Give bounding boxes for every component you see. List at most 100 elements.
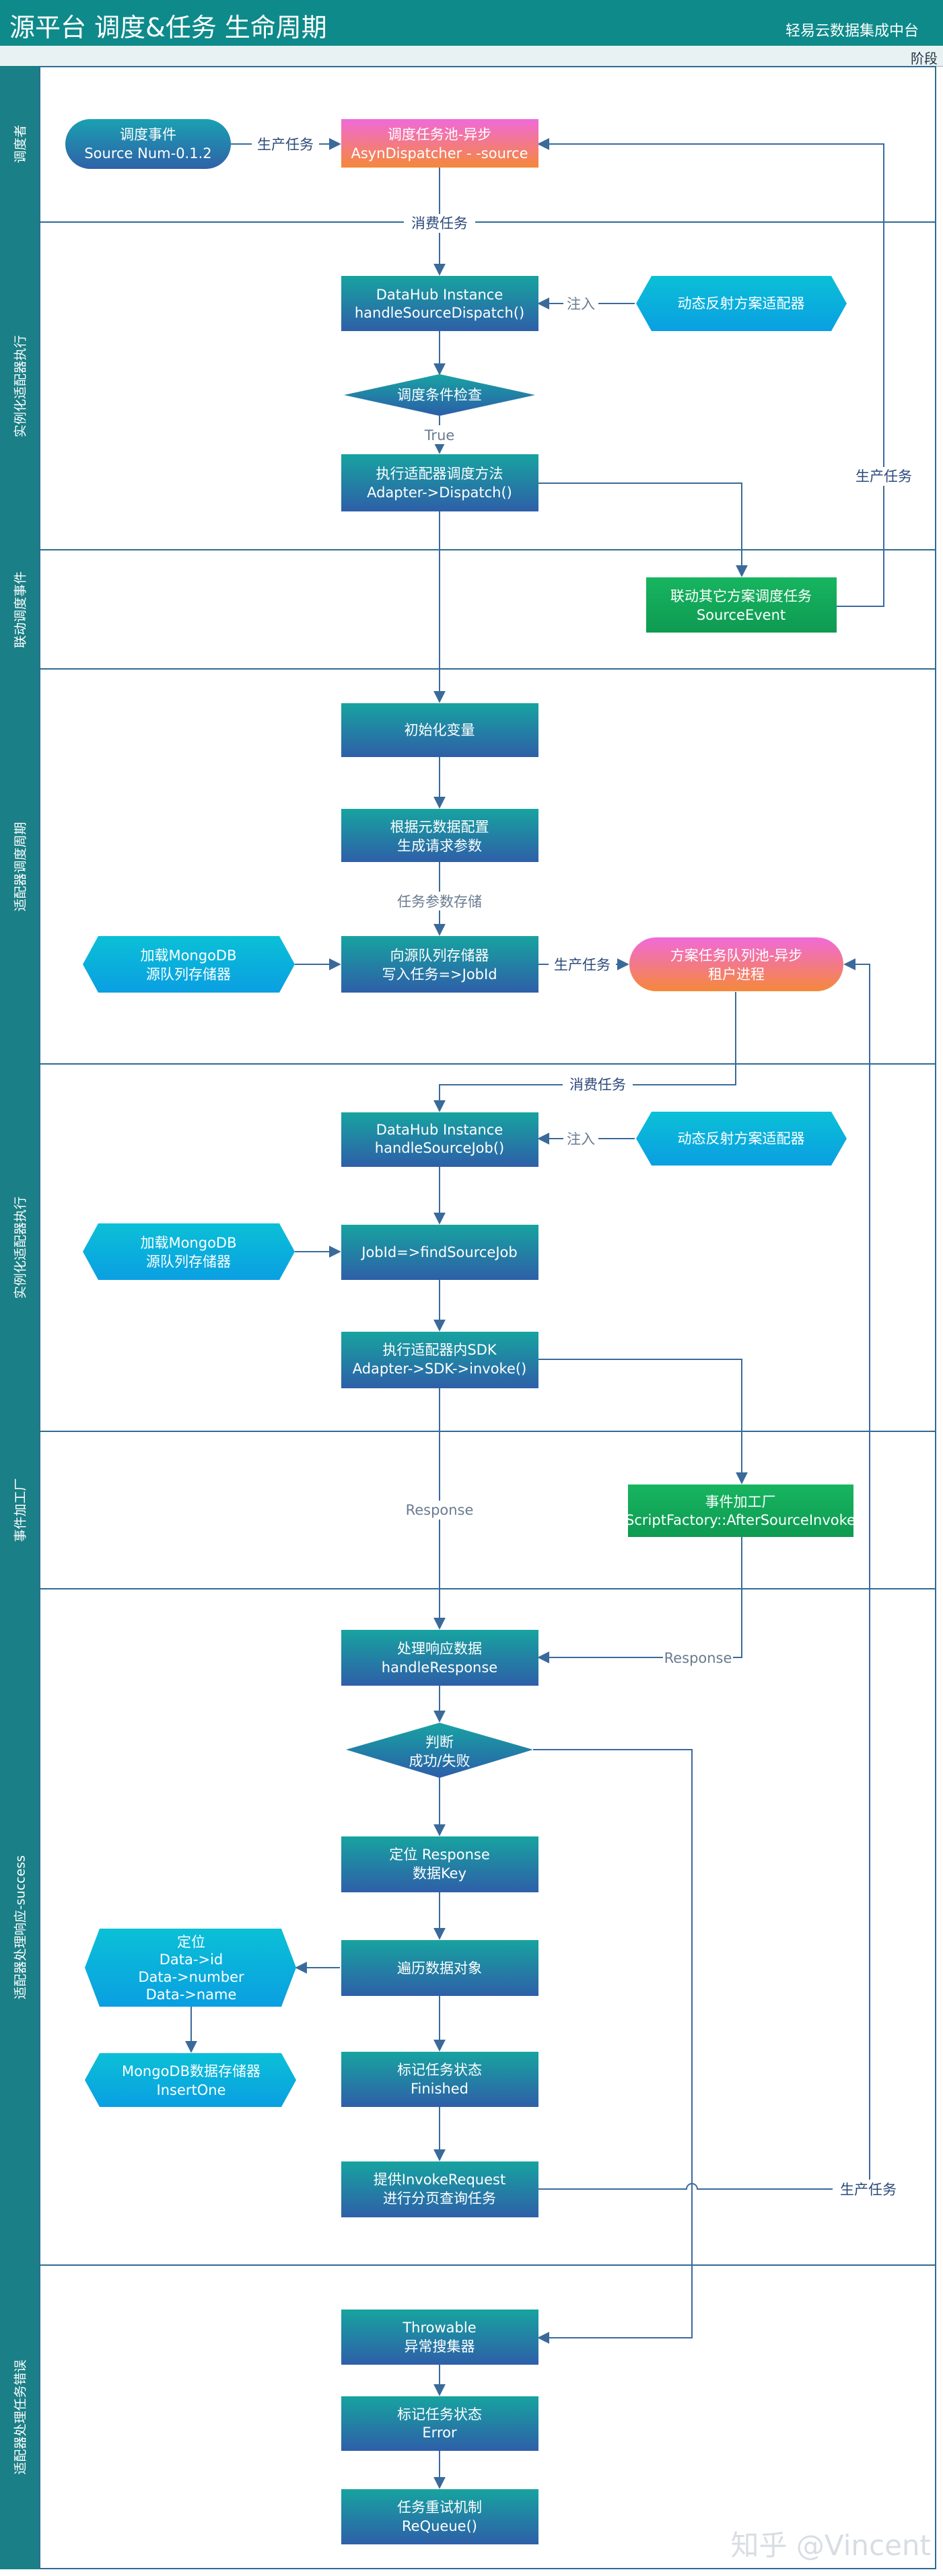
retry-box (341, 2489, 538, 2544)
job-pool-line2: 租户进程 (708, 966, 765, 982)
exec-dispatch-line1: 执行适配器调度方法 (376, 466, 503, 482)
mark-finished-box (341, 2052, 538, 2107)
dispatch-pool-line1: 调度任务池-异步 (388, 127, 492, 143)
retry-line2: ReQueue() (402, 2518, 477, 2534)
mark-error-line1: 标记任务状态 (397, 2406, 482, 2423)
script-factory-line2: ScriptFactory::AfterSourceInvoke (625, 1512, 855, 1528)
handle-response-box (341, 1630, 538, 1686)
edge-label-consume-1: 消费任务 (411, 215, 468, 231)
script-factory-line1: 事件加工厂 (705, 1494, 776, 1510)
datahub-job-line2: handleSourceJob() (375, 1140, 504, 1156)
mongo-store-line1: MongoDB数据存储器 (122, 2063, 260, 2079)
lane-adapter-cycle: 适配器调度周期 (0, 669, 39, 1066)
mark-error-line2: Error (422, 2425, 457, 2441)
locate-fields-line1: 定位 (177, 1934, 205, 1950)
mark-finished-line2: Finished (411, 2081, 468, 2097)
gen-params-box (341, 809, 538, 862)
queue-write-box (341, 936, 538, 993)
init-vars-text: 初始化变量 (405, 722, 475, 738)
handle-response-line1: 处理响应数据 (397, 1641, 482, 1657)
header-bar: 源平台 调度&任务 生命周期 轻易云数据集成中台 (0, 0, 943, 46)
dispatch-event-line2: Source Num-0.1.2 (84, 145, 211, 162)
lane-event-factory: 事件加工厂 (0, 1431, 39, 1591)
dispatch-pool-box (341, 119, 538, 168)
load-mongo-2-line1: 加载MongoDB (140, 1235, 236, 1251)
job-pool-line1: 方案任务队列池-异步 (670, 947, 803, 964)
gen-params-line1: 根据元数据配置 (390, 819, 489, 835)
datahub-dispatch-box (341, 276, 538, 331)
job-pool-pill (629, 937, 843, 991)
locate-fields-line2: Data->id (160, 1952, 223, 1968)
lane-linkage-event: 联动调度事件 (0, 550, 39, 671)
iterate-box (341, 1940, 538, 1996)
phase-bar: 阶段 (0, 46, 943, 67)
load-mongo-2-line2: 源队列存储器 (146, 1254, 231, 1270)
locate-key-box (341, 1836, 538, 1892)
invoke-request-line1: 提供InvokeRequest (374, 2172, 505, 2188)
edge-label-inject-2: 注入 (567, 1131, 595, 1147)
lane-response-success: 适配器处理响应-success (0, 1589, 39, 2267)
edge-label-response-2: Response (664, 1650, 732, 1666)
datahub-job-line1: DataHub Instance (376, 1122, 503, 1138)
exec-dispatch-line2: Adapter->Dispatch() (367, 485, 512, 501)
mongo-store-hex (85, 2053, 296, 2107)
reflect-adapter-hex-2 (636, 1112, 847, 1166)
edge-label-true: True (424, 427, 455, 443)
linkage-event-line1: 联动其它方案调度任务 (670, 588, 812, 604)
retry-line1: 任务重试机制 (397, 2499, 482, 2515)
lane-separators (39, 221, 936, 2266)
mark-error-box (341, 2396, 538, 2451)
iterate-text: 遍历数据对象 (397, 1960, 482, 1976)
handle-response-line2: handleResponse (382, 1659, 497, 1676)
exec-sdk-line2: Adapter->SDK->invoke() (353, 1361, 527, 1377)
lane-dispatcher: 调度者 (0, 66, 39, 224)
queue-write-line1: 向源队列存储器 (390, 947, 489, 964)
locate-fields-line4: Data->name (146, 1987, 237, 2003)
load-mongo-hex-2 (83, 1223, 295, 1280)
datahub-dispatch-line2: handleSourceDispatch() (355, 305, 524, 321)
condition-check-diamond (344, 374, 535, 416)
queue-write-line2: 写入任务=>JobId (382, 966, 497, 982)
edge-label-consume-2: 消费任务 (569, 1077, 626, 1093)
edge-label-task-param-store: 任务参数存储 (397, 894, 482, 910)
watermark: 知乎 @Vincent (730, 2529, 931, 2562)
judge-line2: 成功/失败 (409, 1753, 470, 1769)
dispatch-pool-line2: AsynDispatcher - -source (351, 145, 528, 162)
load-mongo-hex-1 (83, 936, 295, 993)
load-mongo-1-line1: 加载MongoDB (140, 947, 236, 964)
invoke-request-line2: 进行分页查询任务 (383, 2190, 496, 2207)
throwable-box (341, 2310, 538, 2365)
datahub-dispatch-line1: DataHub Instance (376, 287, 503, 303)
diagram-frame (39, 66, 936, 2569)
gen-params-line2: 生成请求参数 (397, 838, 482, 854)
datahub-job-box (341, 1112, 538, 1167)
edge-label-produce-3: 生产任务 (840, 2182, 897, 2198)
reflect-adapter-1-text: 动态反射方案适配器 (678, 295, 805, 312)
edge-label-produce-right: 生产任务 (855, 468, 912, 485)
reflect-adapter-hex-1 (636, 276, 847, 331)
judge-line1: 判断 (425, 1734, 454, 1750)
linkage-event-line2: SourceEvent (697, 607, 785, 623)
exec-dispatch-box (341, 454, 538, 511)
judge-diamond (346, 1723, 533, 1778)
locate-fields-hex (85, 1929, 296, 2007)
script-factory-box (628, 1484, 853, 1537)
find-job-box (341, 1225, 538, 1280)
locate-key-line2: 数据Key (413, 1865, 466, 1882)
find-job-text: JobId=>findSourceJob (360, 1244, 517, 1260)
init-vars-box (341, 703, 538, 757)
dispatch-event-line1: 调度事件 (120, 127, 176, 143)
dispatch-event-pill (65, 119, 231, 169)
throwable-line1: Throwable (402, 2320, 476, 2336)
throwable-line2: 异常搜集器 (405, 2338, 475, 2355)
edge-label-produce-1: 生产任务 (257, 137, 314, 153)
edge-label-response-1: Response (406, 1502, 474, 1518)
edge-label-produce-2: 生产任务 (554, 957, 610, 973)
condition-check-text: 调度条件检查 (397, 387, 482, 403)
invoke-request-box (341, 2161, 538, 2217)
locate-key-line1: 定位 Response (389, 1847, 490, 1863)
company-label: 轻易云数据集成中台 (785, 23, 919, 40)
exec-sdk-line1: 执行适配器内SDK (382, 1342, 497, 1358)
exec-sdk-box (341, 1332, 538, 1388)
